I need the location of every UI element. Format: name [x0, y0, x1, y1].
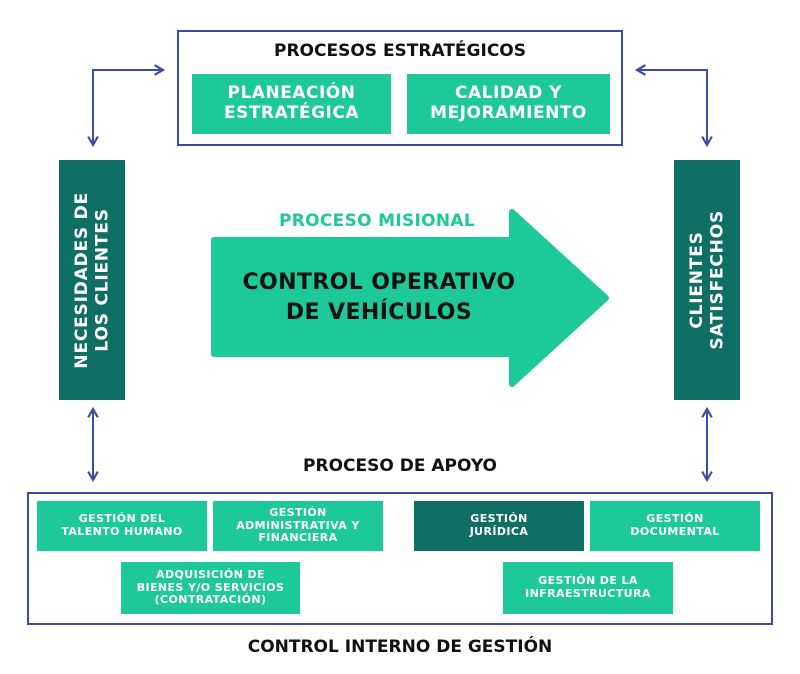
double-arrow-icon	[634, 64, 713, 148]
juridica-box: GESTIÓN JURÍDICA	[414, 501, 584, 551]
control-operativo-text: CONTROL OPERATIVO DE VEHÍCULOS	[242, 270, 516, 325]
calidad-mejoramiento-box: CALIDAD Y MEJORAMIENTO	[407, 74, 610, 134]
clientes-satisfechos-bar: CLIENTES SATISFECHOS	[674, 160, 740, 400]
misional-arrow-shape	[211, 209, 609, 387]
proceso-misional-label: PROCESO MISIONAL	[279, 211, 475, 231]
documental-box: GESTIÓN DOCUMENTAL	[590, 501, 760, 551]
double-arrow-icon	[87, 64, 166, 148]
apoyo-title: PROCESO DE APOYO	[303, 456, 497, 476]
control-interno-title: CONTROL INTERNO DE GESTIÓN	[247, 637, 553, 657]
talento-humano-box: GESTIÓN DEL TALENTO HUMANO	[37, 501, 207, 551]
estrategicos-title: PROCESOS ESTRATÉGICOS	[274, 41, 526, 61]
adquisicion-bienes-box: ADQUISICIÓN DE BIENES Y/O SERVICIOS (CON…	[121, 562, 300, 614]
administrativa-financiera-box: GESTIÓN ADMINISTRATIVA Y FINANCIERA	[213, 501, 383, 551]
infraestructura-box: GESTIÓN DE LA INFRAESTRUCTURA	[503, 562, 673, 614]
planeacion-estrategica-box: PLANEACIÓN ESTRATÉGICA	[192, 74, 391, 134]
necesidades-clientes-bar: NECESIDADES DE LOS CLIENTES	[59, 160, 125, 400]
